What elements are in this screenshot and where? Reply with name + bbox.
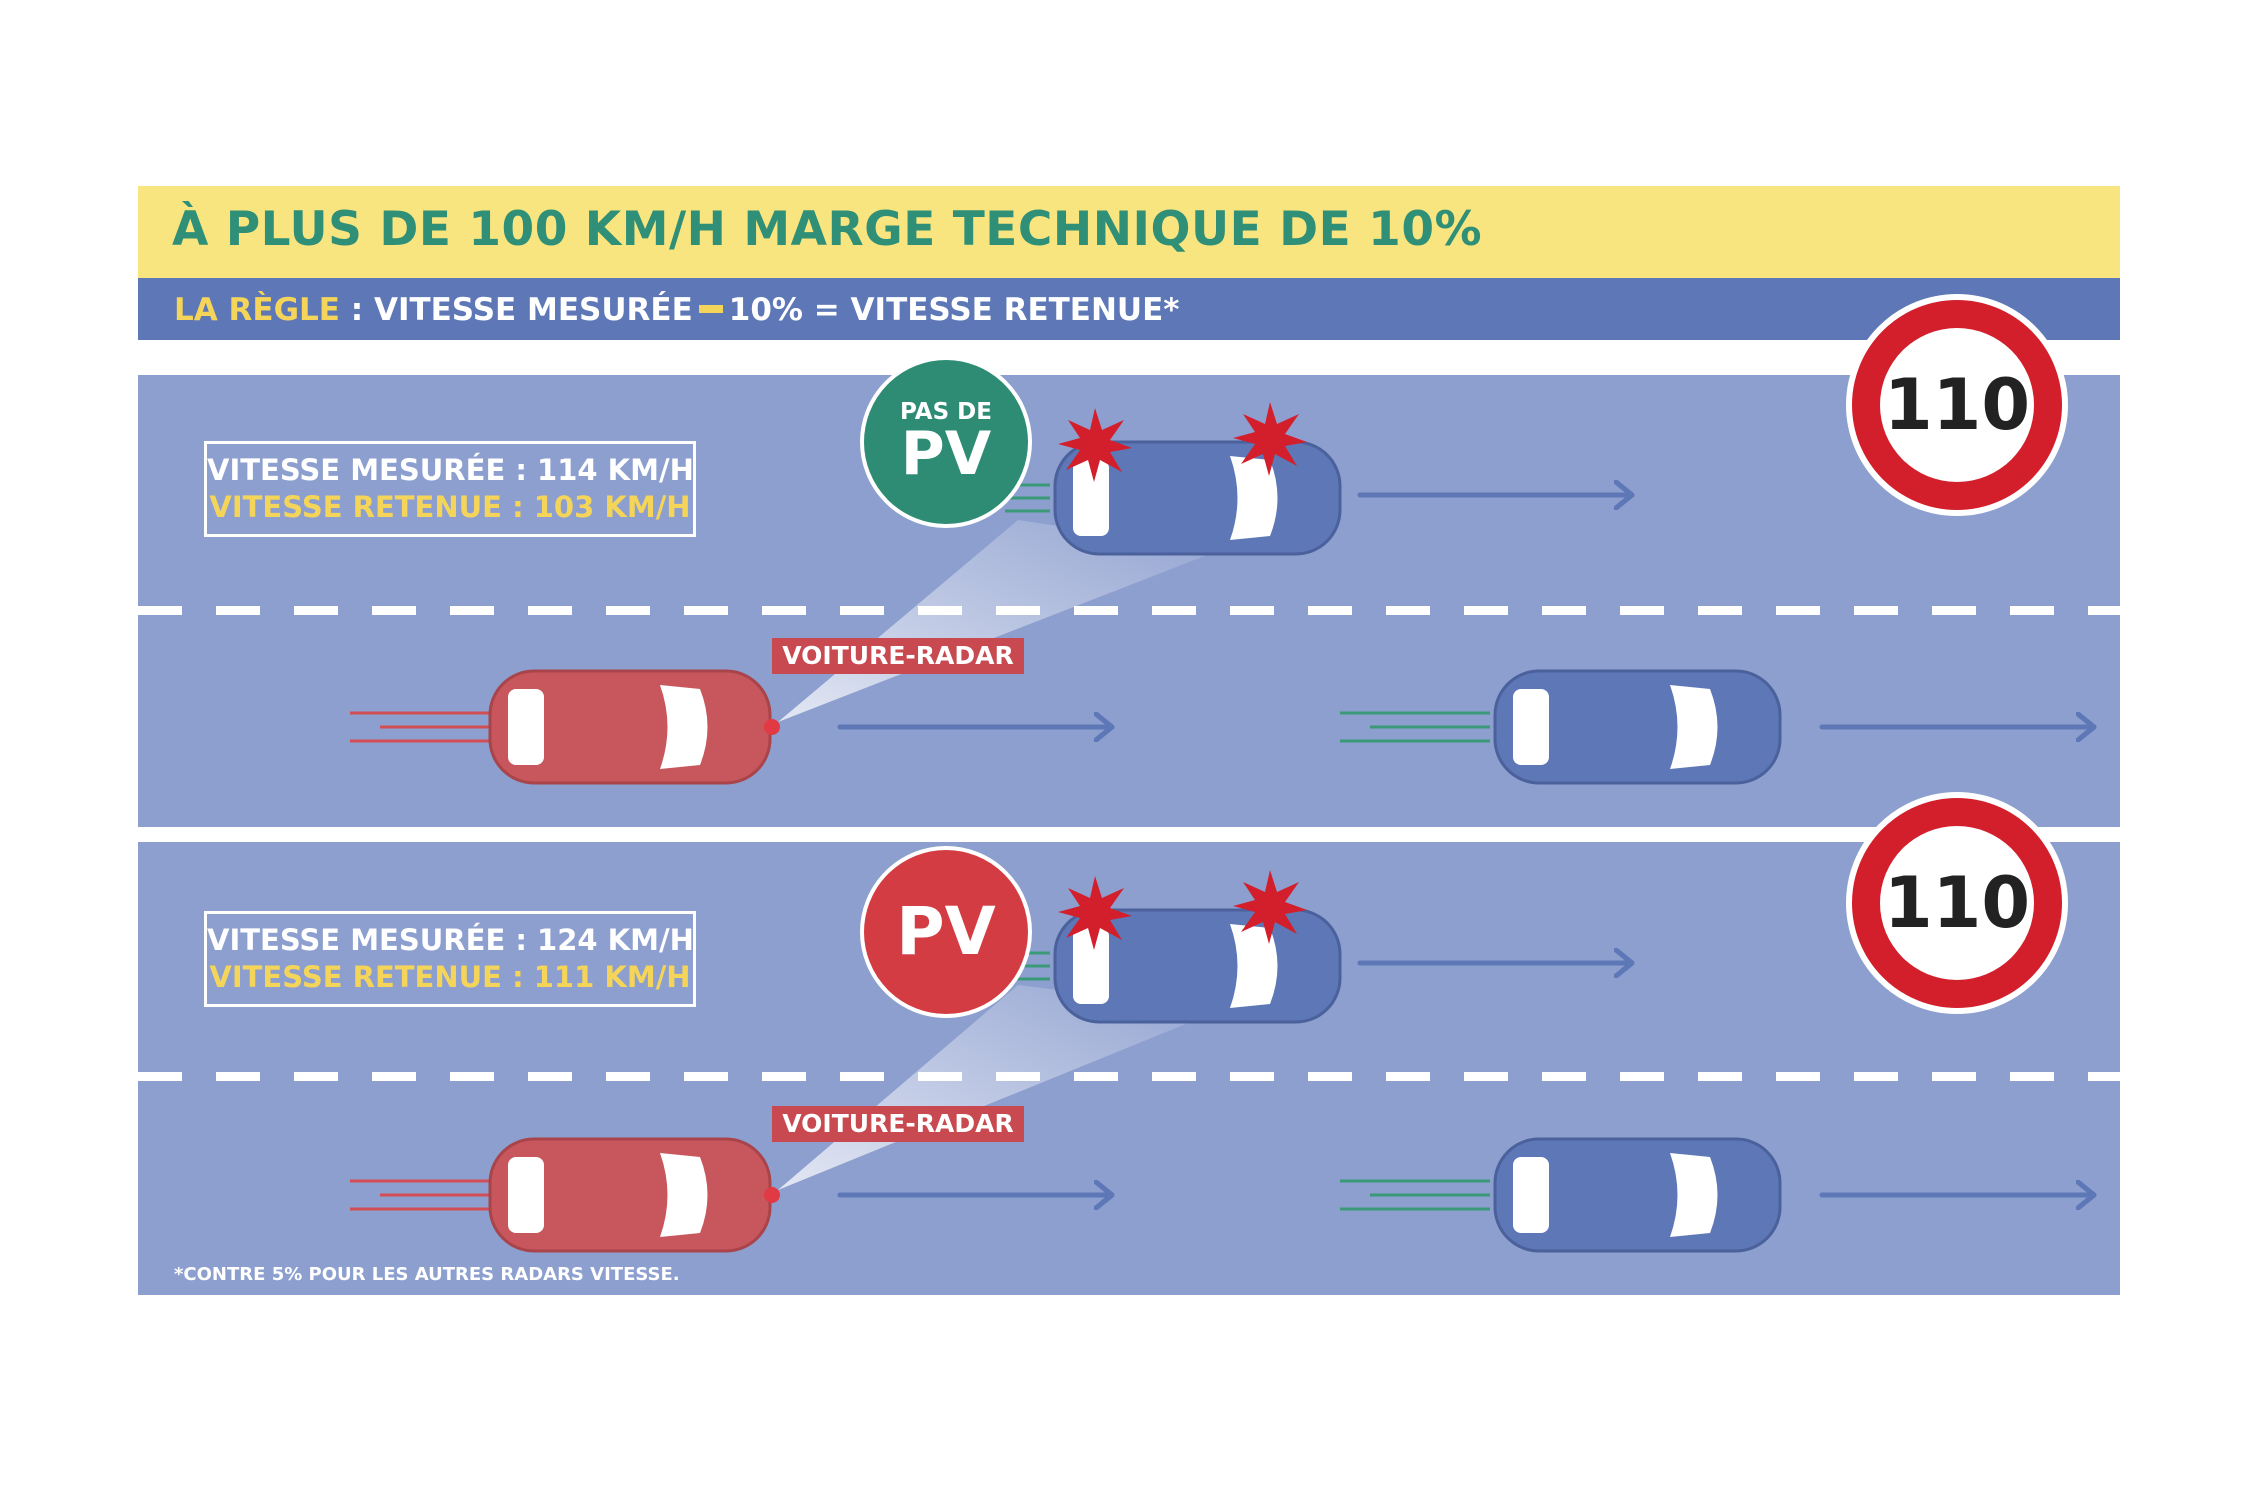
rule-text: LA RÈGLE : VITESSE MESURÉE 10% = VITESSE … [174, 292, 1180, 328]
measured-speed: VITESSE MESURÉE : 124 KM/H [207, 923, 694, 957]
police-light-icon [1058, 870, 1307, 950]
rule-measured: VITESSE MESURÉE [373, 292, 693, 328]
retained-speed: VITESSE RETENUE : 111 KM/H [209, 960, 691, 994]
radar-car-label: VOITURE-RADAR [772, 1106, 1024, 1142]
speed-limit-sign-icon: 110 [1846, 294, 2068, 516]
footnote: *CONTRE 5% POUR LES AUTRES RADARS VITESS… [174, 1264, 680, 1285]
title-bar: À PLUS DE 100 KM/H MARGE TECHNIQUE DE 10… [138, 186, 2120, 278]
rule-bar: LA RÈGLE : VITESSE MESURÉE 10% = VITESSE … [138, 278, 2120, 340]
badge-text: PV [900, 419, 992, 489]
rule-colon: : [339, 292, 374, 328]
retained-speed: VITESSE RETENUE : 103 KM/H [209, 490, 691, 524]
page-title: À PLUS DE 100 KM/H MARGE TECHNIQUE DE 10… [172, 202, 1483, 257]
speed-limit-value: 110 [1880, 328, 2034, 482]
badge-text: PV [896, 893, 996, 970]
measured-speed: VITESSE MESURÉE : 114 KM/H [207, 453, 694, 487]
lane-divider [138, 606, 2120, 615]
minus-icon [698, 304, 723, 313]
car-icon [1493, 1137, 1782, 1253]
car-icon [488, 1137, 780, 1253]
car-icon [1493, 669, 1782, 785]
speed-limit-value: 110 [1880, 826, 2034, 980]
no-pv-badge: PAS DE PV [860, 356, 1032, 528]
speed-limit-sign-icon: 110 [1846, 792, 2068, 1014]
police-light-icon [1058, 402, 1307, 482]
radar-car-label: VOITURE-RADAR [772, 638, 1024, 674]
lane-divider [138, 1072, 2120, 1081]
speed-box-top: VITESSE MESURÉE : 114 KM/H VITESSE RETEN… [204, 441, 696, 537]
pv-badge: PV [860, 846, 1032, 1018]
car-icon [488, 669, 780, 785]
badge-small-text: PAS DE [900, 399, 992, 425]
rule-label: LA RÈGLE [174, 292, 340, 328]
rule-retained: 10% = VITESSE RETENUE* [728, 292, 1180, 328]
speed-box-bottom: VITESSE MESURÉE : 124 KM/H VITESSE RETEN… [204, 911, 696, 1007]
